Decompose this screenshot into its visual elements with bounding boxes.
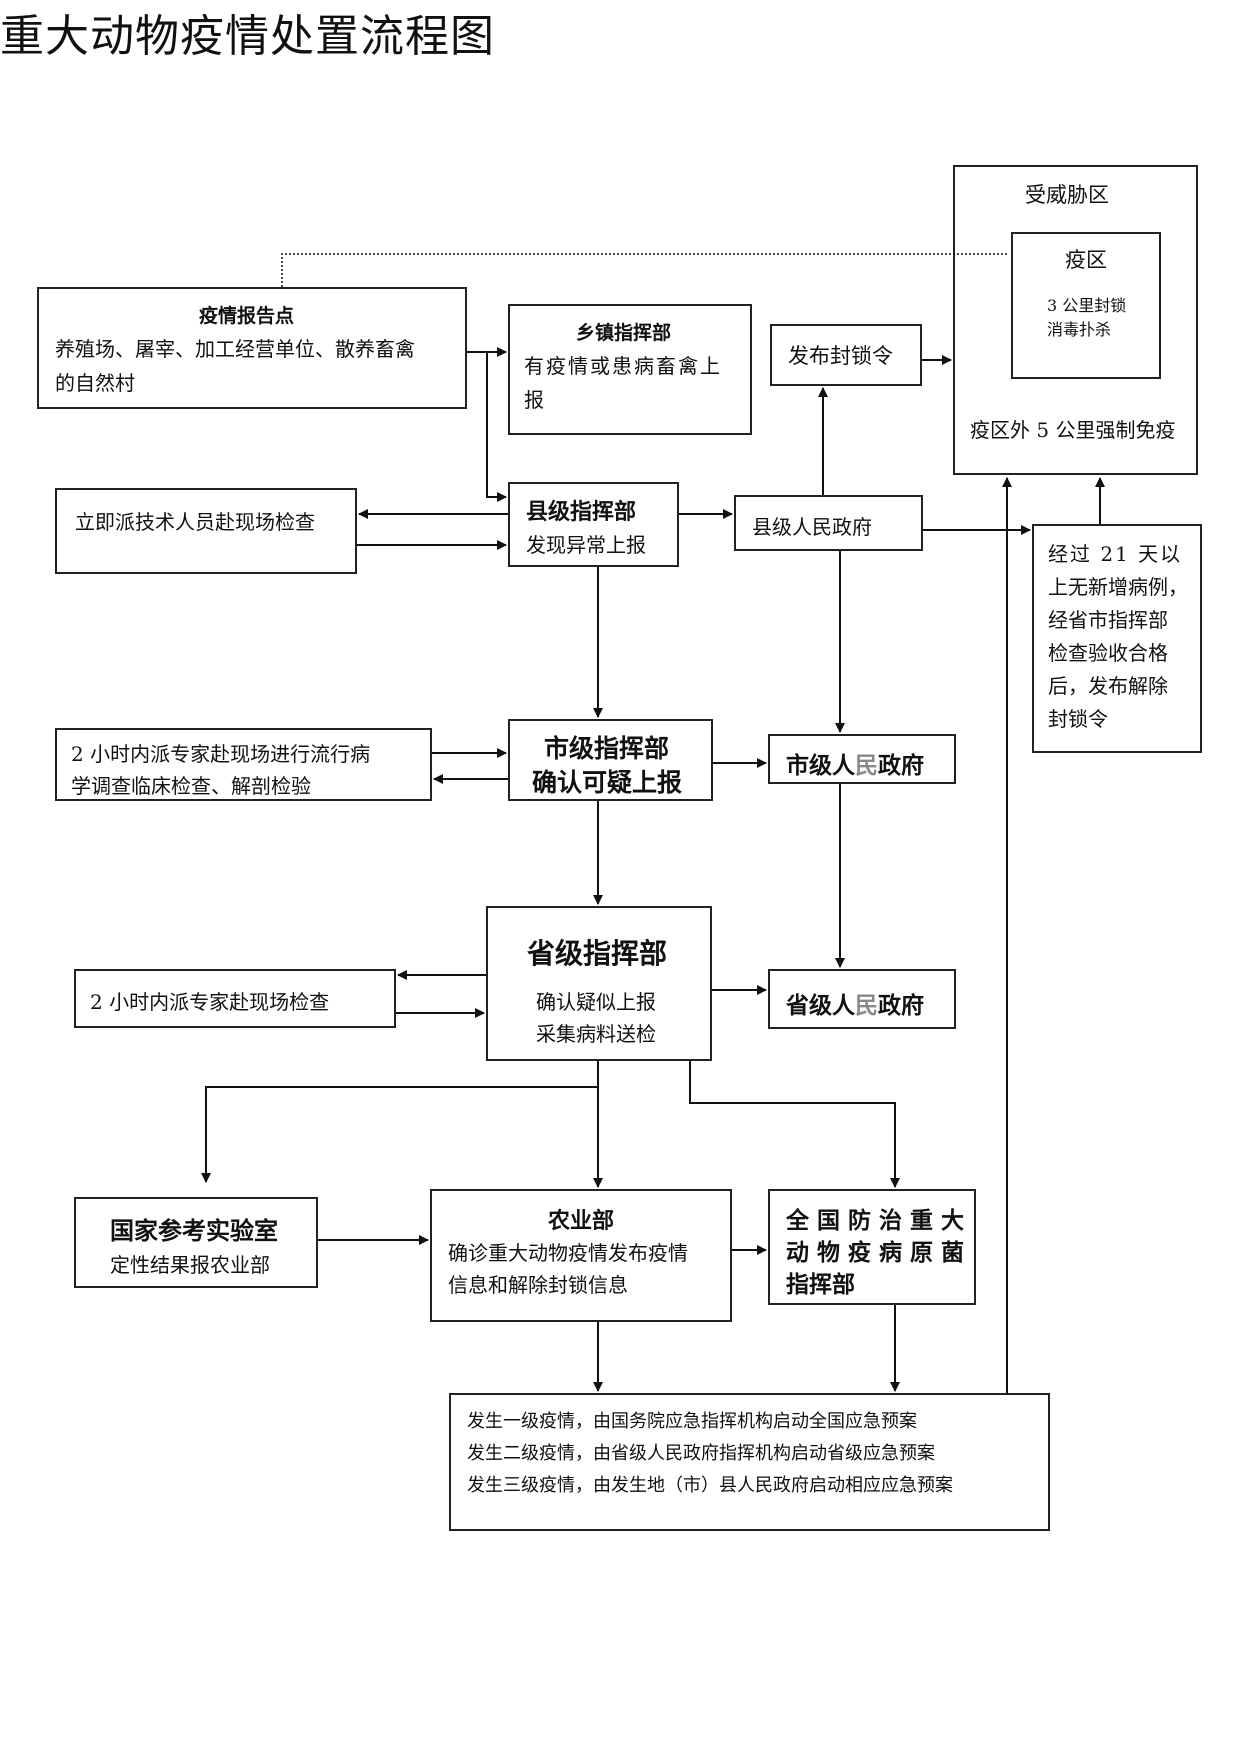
threat-zone-box: 受威胁区 疫区 3 公里封锁 消毒扑杀 疫区外 5 公里强制免疫 <box>953 165 1198 475</box>
county-gov-label: 县级人民政府 <box>752 515 872 539</box>
city-gov-box: 市级人民政府 <box>768 734 956 784</box>
county-hq-box: 县级指挥部 发现异常上报 <box>508 482 679 567</box>
report-point-line1: 养殖场、屠宰、加工经营单位、散养畜禽 <box>55 337 415 361</box>
agri-ministry-box: 农业部 确诊重大动物疫情发布疫情 信息和解除封锁信息 <box>430 1189 732 1322</box>
city-hq-box: 市级指挥部 确认可疑上报 <box>508 719 713 801</box>
report-point-box: 疫情报告点 养殖场、屠宰、加工经营单位、散养畜禽 的自然村 <box>37 287 467 409</box>
agri-ministry-line2: 信息和解除封锁信息 <box>448 1273 628 1297</box>
county-hq-title: 县级指挥部 <box>526 500 637 525</box>
township-hq-line2: 报 <box>524 388 544 412</box>
city-expert-box: 2 小时内派专家赴现场进行流行病 学调查临床检查、解剖检验 <box>55 728 432 801</box>
city-expert-line2: 学调查临床检查、解剖检验 <box>71 774 311 798</box>
province-expert-box: 2 小时内派专家赴现场检查 <box>74 969 396 1028</box>
response-plan-line: 发生二级疫情，由省级人民政府指挥机构启动省级应急预案 <box>467 1443 935 1464</box>
national-lab-line1: 定性结果报农业部 <box>110 1253 270 1277</box>
national-hq-line3: 指挥部 <box>786 1272 855 1298</box>
dispatch-tech-label: 立即派技术人员赴现场检查 <box>75 510 315 534</box>
report-point-line2: 的自然村 <box>55 371 135 395</box>
lift-condition-line: 经过 21 天以 <box>1048 542 1183 566</box>
lift-condition-line: 后，发布解除 <box>1048 674 1168 698</box>
city-gov-label-mid: 民 <box>855 753 878 779</box>
province-gov-label-pre: 省级人 <box>786 993 855 1019</box>
agri-ministry-title: 农业部 <box>548 1209 615 1234</box>
lift-condition-line: 检查验收合格 <box>1048 641 1168 665</box>
lift-condition-box: 经过 21 天以 上无新增病例， 经省市指挥部 检查验收合格 后，发布解除 封锁… <box>1032 524 1202 753</box>
national-hq-box: 全 国 防 治 重 大 动 物 疫 病 原 菌 指挥部 <box>768 1189 976 1305</box>
arrow-province-hq-to-national-hq <box>689 1061 900 1188</box>
province-hq-line1: 确认疑似上报 <box>536 990 656 1014</box>
national-lab-box: 国家参考实验室 定性结果报农业部 <box>74 1197 318 1288</box>
city-expert-line1: 2 小时内派专家赴现场进行流行病 <box>71 742 371 766</box>
national-hq-line1: 全 国 防 治 重 大 <box>786 1208 965 1234</box>
epidemic-zone-label: 疫区 <box>1065 248 1107 272</box>
threat-zone-label: 受威胁区 <box>1025 183 1109 207</box>
response-plan-line: 发生三级疫情，由发生地（市）县人民政府启动相应应急预案 <box>467 1475 953 1496</box>
lift-condition-line: 上无新增病例， <box>1048 575 1188 599</box>
national-hq-line2: 动 物 疫 病 原 菌 <box>786 1240 965 1266</box>
dispatch-tech-box: 立即派技术人员赴现场检查 <box>55 488 357 574</box>
city-hq-line1: 市级指挥部 <box>544 734 670 763</box>
lift-condition-line: 封锁令 <box>1048 707 1108 731</box>
forced-immunization-note: 疫区外 5 公里强制免疫 <box>970 418 1176 442</box>
township-hq-title: 乡镇指挥部 <box>576 322 672 344</box>
arrow-province-hq-to-national-lab <box>201 1061 599 1183</box>
city-gov-label: 市级人民政府 <box>786 746 924 780</box>
province-gov-label: 省级人民政府 <box>786 986 924 1020</box>
page-title: 重大动物疫情处置流程图 <box>0 11 495 62</box>
response-plan-line: 发生一级疫情，由国务院应急指挥机构启动全国应急预案 <box>467 1411 917 1432</box>
county-gov-box: 县级人民政府 <box>734 495 923 551</box>
province-gov-box: 省级人民政府 <box>768 969 956 1029</box>
province-hq-title: 省级指挥部 <box>527 937 668 970</box>
agri-ministry-line1: 确诊重大动物疫情发布疫情 <box>448 1241 688 1265</box>
epidemic-zone-line2: 消毒扑杀 <box>1047 320 1112 339</box>
epidemic-zone-line1: 3 公里封锁 <box>1047 296 1127 315</box>
lift-condition-line: 经省市指挥部 <box>1048 608 1168 632</box>
province-hq-box: 省级指挥部 确认疑似上报 采集病料送检 <box>486 906 712 1061</box>
city-gov-label-pre: 市级人 <box>786 753 855 779</box>
city-gov-label-post: 政府 <box>878 753 924 779</box>
township-hq-line1: 有疫情或患病畜禽上 <box>524 354 722 378</box>
arrow-report-to-county-hq <box>486 352 507 502</box>
province-gov-label-mid: 民 <box>855 993 878 1019</box>
county-hq-line1: 发现异常上报 <box>526 533 646 557</box>
province-gov-label-post: 政府 <box>878 993 924 1019</box>
report-point-title: 疫情报告点 <box>199 305 295 327</box>
province-hq-line2: 采集病料送检 <box>536 1022 656 1046</box>
blockade-order-box: 发布封锁令 <box>770 324 922 386</box>
township-hq-box: 乡镇指挥部 有疫情或患病畜禽上 报 <box>508 304 752 435</box>
city-hq-line2: 确认可疑上报 <box>532 768 683 797</box>
province-expert-label: 2 小时内派专家赴现场检查 <box>90 990 330 1014</box>
national-lab-title: 国家参考实验室 <box>110 1217 278 1245</box>
epidemic-zone-box: 疫区 3 公里封锁 消毒扑杀 <box>1011 232 1161 379</box>
dotted-link <box>281 253 1009 287</box>
blockade-order-label: 发布封锁令 <box>788 344 893 368</box>
response-plan-box: 发生一级疫情，由国务院应急指挥机构启动全国应急预案 发生二级疫情，由省级人民政府… <box>449 1393 1050 1531</box>
